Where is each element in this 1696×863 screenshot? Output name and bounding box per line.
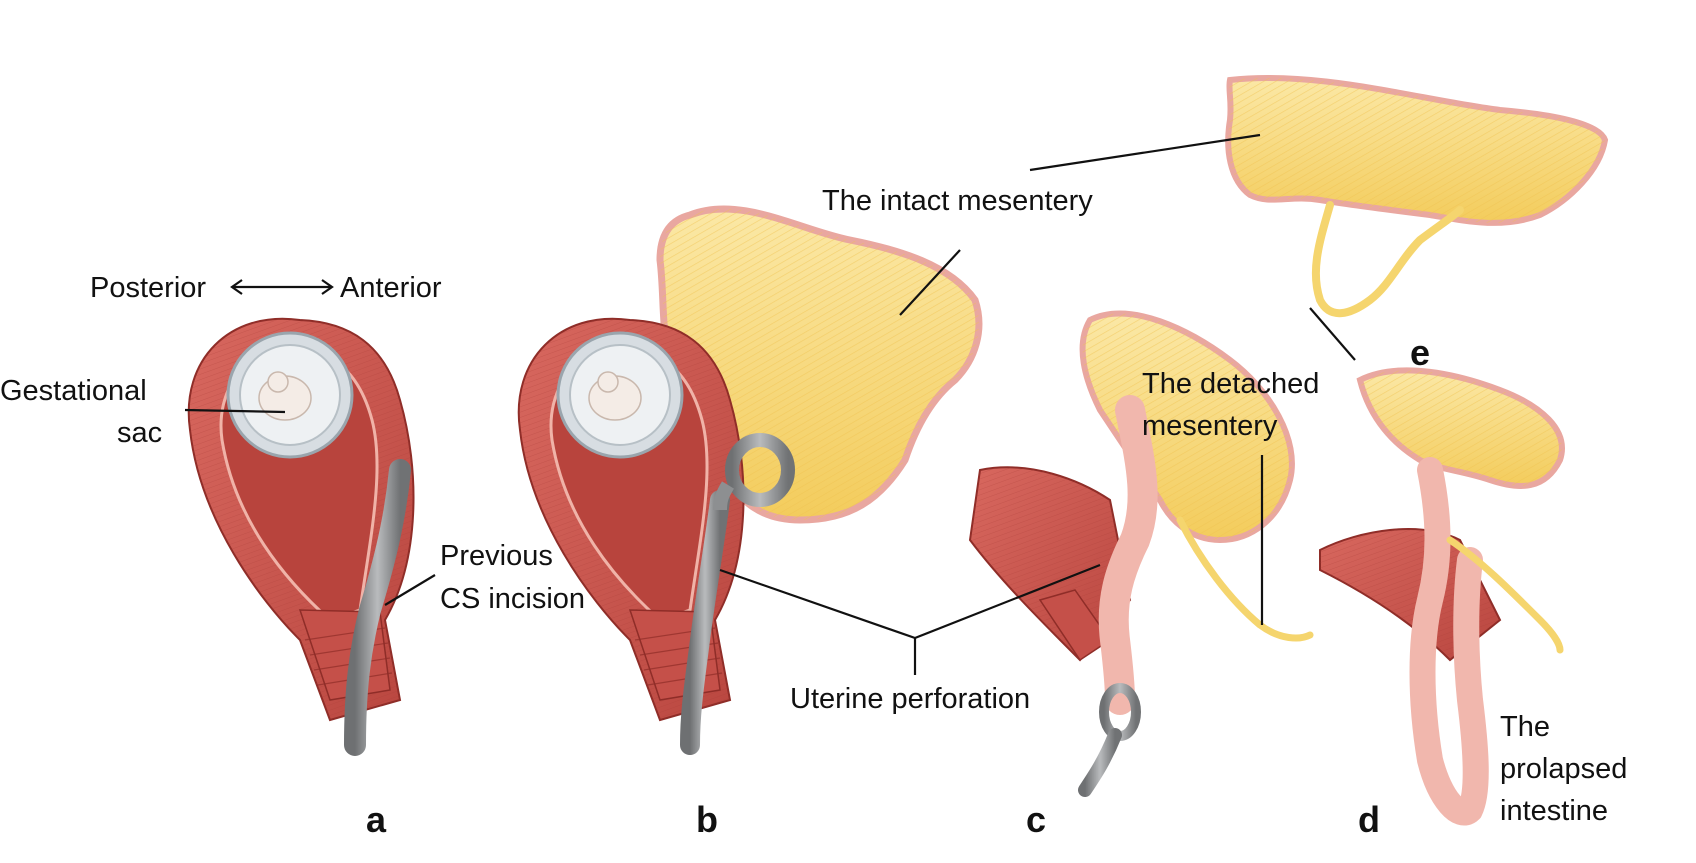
panel-label-d: d [1358,799,1380,840]
leader-gestational-sac [184,408,286,414]
panel-label-e: e [1410,332,1430,373]
label-intact-mesentery: The intact mesentery [822,185,1093,217]
label-detached-1: The detached [1142,368,1319,400]
panel-c [968,310,1314,797]
leader-detached-e [1309,307,1356,361]
uterus-panel-b [517,317,795,755]
detached-mesentery-strand-c [1176,516,1314,642]
instrument-shaft-b [680,490,730,755]
mesentery-panel-e [1225,75,1609,318]
instrument-loop-b [725,433,795,507]
uterus-panel-a [187,317,415,756]
intestine-c [1098,395,1158,715]
direction-arrow [230,279,334,295]
panel-label-a: a [366,799,387,840]
detached-mesentery-strand-e [1311,201,1464,318]
detached-mesentery-strand-d [1446,536,1564,654]
leader-intact-mesentery-b [899,249,961,316]
label-prolapsed-3: intestine [1500,795,1608,827]
leader-lines [184,133,1356,675]
panel-label-b: b [696,799,718,840]
label-previous-1: Previous [440,540,553,572]
label-anterior: Anterior [340,272,442,304]
leader-previous-cs [384,574,436,606]
label-detached-2: mesentery [1142,410,1278,442]
label-gestational-2: sac [117,417,162,449]
label-gestational-1: Gestational [0,375,147,407]
leader-intact-mesentery-e [1029,133,1261,172]
panel-d [1319,367,1565,826]
prolapsed-intestine-d [1409,457,1489,826]
label-prolapsed-1: The [1500,711,1550,743]
label-uterine-perforation: Uterine perforation [790,683,1030,715]
panel-label-c: c [1026,799,1046,840]
instrument-probe [344,459,411,756]
label-prolapsed-2: prolapsed [1500,753,1627,785]
label-previous-2: CS incision [440,583,585,615]
label-posterior: Posterior [90,272,206,304]
